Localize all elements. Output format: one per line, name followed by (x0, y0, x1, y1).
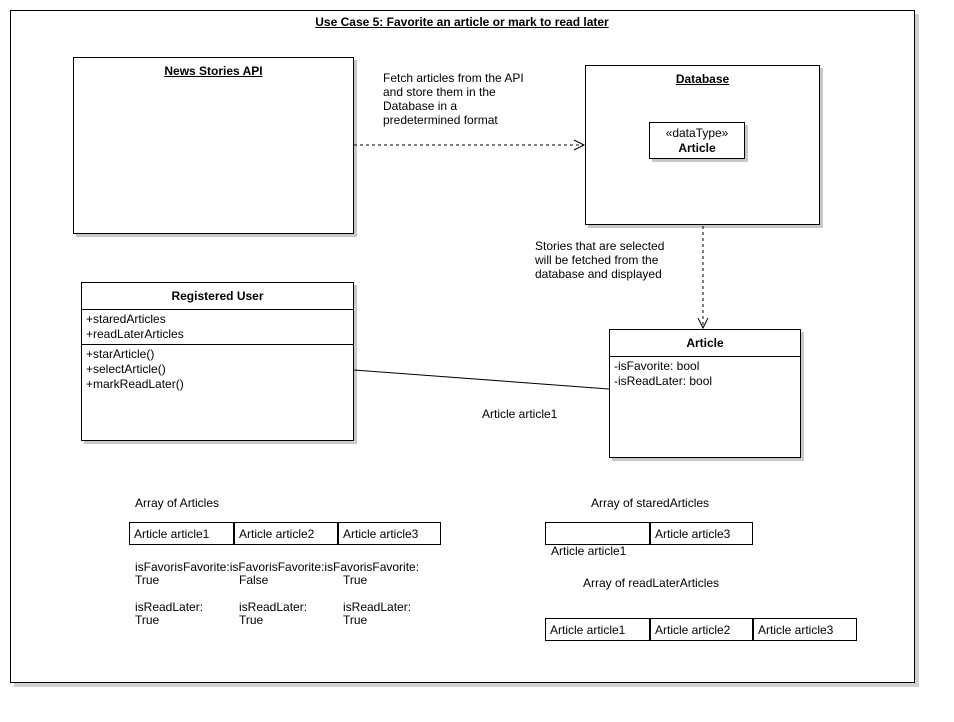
registered-user-class[interactable]: Registered User +staredArticles +readLat… (81, 282, 354, 441)
readlater-value: True (343, 613, 368, 627)
favorite-value: True (135, 573, 160, 587)
array-stared-overflow-text: Article article1 (551, 544, 627, 558)
readlater-label: isReadLater: (135, 600, 204, 614)
fetch-note-line: predetermined format (383, 113, 498, 127)
array-stared-cell[interactable] (545, 522, 650, 545)
readlater-value: True (239, 613, 264, 627)
association-label: Article article1 (482, 407, 558, 421)
favorite-value: False (239, 573, 269, 587)
operation: +markReadLater() (86, 377, 184, 391)
array-articles-cell[interactable]: Article article3 (338, 522, 441, 545)
attribute: -isFavorite: bool (614, 359, 700, 373)
fetch-note-line: Fetch articles from the API (383, 71, 524, 85)
array-stared-cell[interactable]: Article article3 (650, 522, 753, 545)
readlater-value: True (135, 613, 160, 627)
operation: +starArticle() (86, 347, 155, 361)
news-stories-api-box[interactable]: News Stories API (73, 57, 354, 234)
array-readlater-cell[interactable]: Article article1 (545, 618, 650, 641)
article-class-attributes: -isFavorite: bool -isReadLater: bool (610, 357, 800, 393)
diagram-title: Use Case 5: Favorite an article or mark … (315, 15, 609, 29)
registered-user-name: Registered User (82, 283, 353, 310)
display-arrowhead (697, 317, 709, 330)
article-class-name: Article (610, 330, 800, 357)
array-readlater-cell[interactable]: Article article3 (753, 618, 857, 641)
stories-note: Stories that are selected will be fetche… (535, 239, 664, 281)
fetch-arrowhead (573, 139, 586, 151)
registered-user-attributes: +staredArticles +readLaterArticles (82, 310, 353, 345)
attribute: -isReadLater: bool (614, 374, 713, 388)
array-articles-cell[interactable]: Article article1 (129, 522, 234, 545)
fetch-note-line: Database in a (383, 99, 458, 113)
article-class[interactable]: Article -isFavorite: bool -isReadLater: … (609, 329, 801, 458)
fetch-note-line: and store them in the (383, 85, 496, 99)
array-readlater-label: Array of readLaterArticles (583, 576, 720, 590)
attribute: +readLaterArticles (86, 327, 184, 341)
news-stories-api-name: News Stories API (164, 64, 263, 78)
association-line (353, 369, 610, 390)
article-datatype-name: Article (678, 141, 716, 155)
readlater-label: isReadLater: (343, 600, 412, 614)
favorite-label-row: isFavorisFavorite:isFavorisFavorite:isFa… (135, 560, 420, 574)
favorite-value: True (343, 573, 368, 587)
operation: +selectArticle() (86, 362, 166, 376)
array-stared-label: Array of staredArticles (591, 496, 710, 510)
fetch-note: Fetch articles from the API and store th… (383, 71, 524, 127)
attribute: +staredArticles (86, 312, 166, 326)
array-readlater-cell[interactable]: Article article2 (650, 618, 753, 641)
database-name: Database (675, 72, 730, 86)
article-datatype-box[interactable]: «dataType» Article (649, 122, 745, 159)
article-datatype-stereotype: «dataType» (665, 126, 729, 140)
stories-note-line: database and displayed (535, 267, 662, 281)
stories-note-line: Stories that are selected (535, 239, 665, 253)
registered-user-operations: +starArticle() +selectArticle() +markRea… (82, 345, 353, 394)
array-articles-cell[interactable]: Article article2 (234, 522, 338, 545)
readlater-label: isReadLater: (239, 600, 308, 614)
stories-note-line: will be fetched from the (535, 253, 659, 267)
array-articles-label: Array of Articles (135, 496, 220, 510)
